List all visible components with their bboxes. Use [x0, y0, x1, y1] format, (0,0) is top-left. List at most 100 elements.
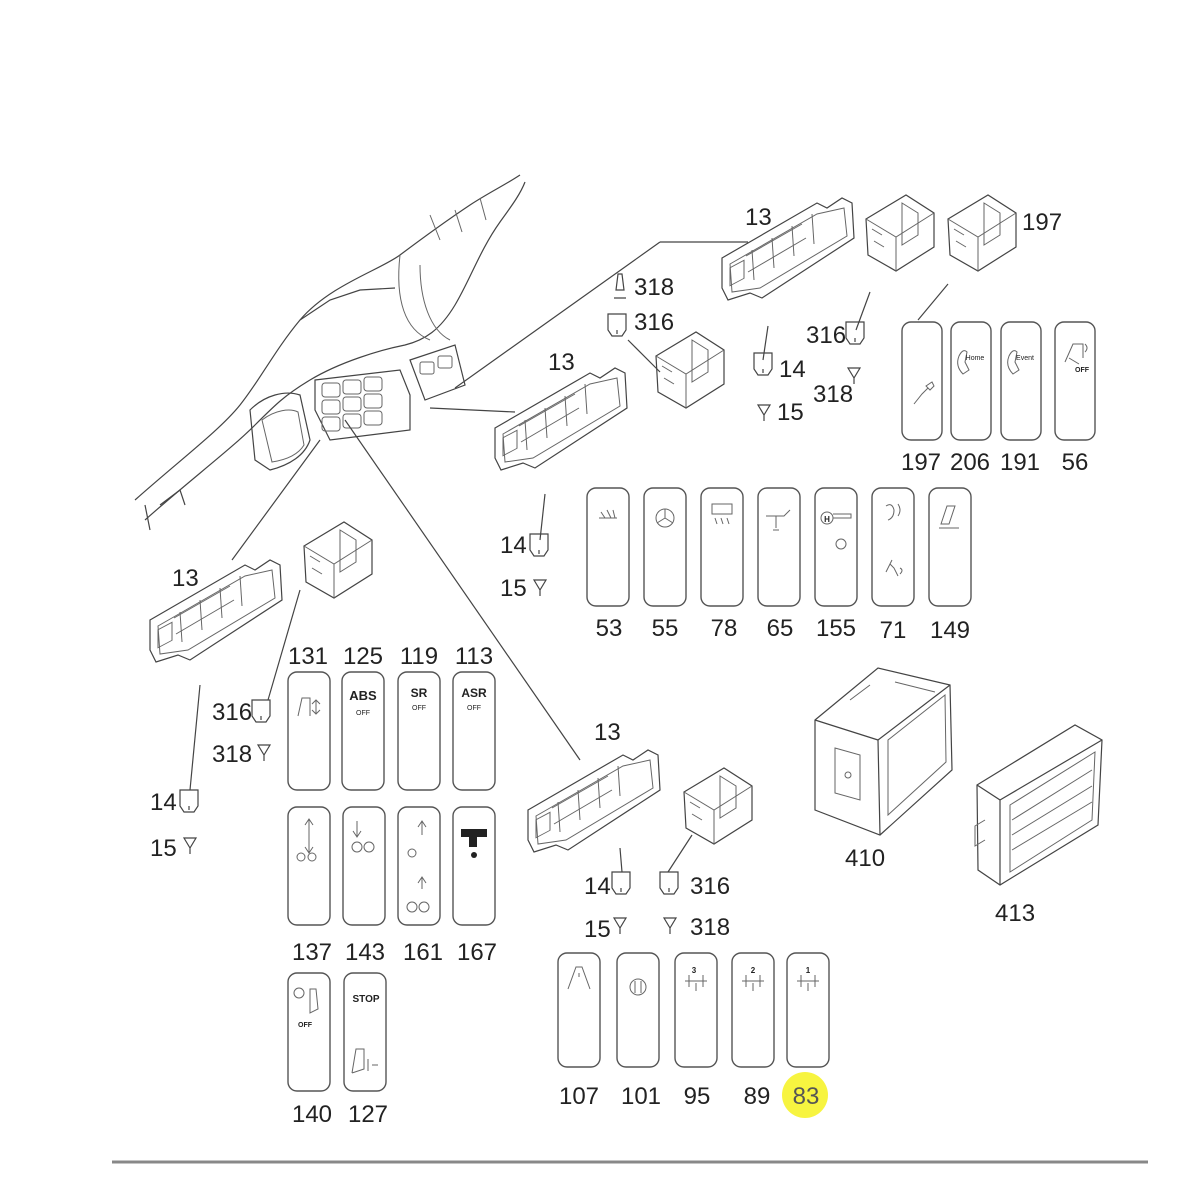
part-number-row1-1: 197 [901, 449, 941, 476]
switch-body-low-shell [683, 767, 753, 845]
clip-316-c [251, 699, 271, 723]
seat-adjust-icon [297, 697, 321, 717]
label-13-mid: 13 [548, 349, 575, 376]
part-number-row2-4: 65 [767, 615, 794, 642]
clip-15-a [756, 404, 772, 421]
label-318-b: 318 [813, 381, 853, 408]
wrench-icon [913, 381, 935, 405]
frame-13-mid-rails [518, 393, 580, 443]
abs-text: ABS [349, 688, 377, 703]
frame-13-top-rails [745, 223, 807, 273]
phone-home-icon [957, 350, 970, 375]
part-number-row2-6: 71 [880, 617, 907, 644]
part-number-row3-1: 131 [288, 643, 328, 670]
hill-hold-icon [351, 1048, 378, 1074]
switch-119 [397, 671, 441, 791]
clip-318-c [256, 744, 272, 761]
switch-155-face [814, 487, 858, 607]
switch-197 [901, 321, 943, 441]
axle-wheel-icon-3 [351, 841, 363, 853]
clip-318-b [846, 367, 862, 384]
frame-13-mid-slot-0 [524, 419, 528, 451]
part-number-row2-7: 149 [930, 617, 970, 644]
label-316-d: 316 [690, 873, 730, 900]
leader-14-b [539, 493, 546, 541]
part-number-row4-4: 167 [457, 939, 497, 966]
switch-body-low-edges [683, 785, 753, 844]
part-number-row3-4: 113 [455, 643, 493, 670]
leader-14-d [619, 847, 623, 873]
switch-119-face [397, 671, 441, 791]
switch-167-face [452, 806, 496, 926]
part-number-row2-2: 55 [652, 615, 679, 642]
switch-113 [452, 671, 496, 791]
clip-14-b [529, 533, 549, 557]
switch-body-left-shell [303, 521, 373, 599]
switch-149-face [928, 487, 972, 607]
clip-316-d [659, 871, 679, 895]
frame-13-low-slot-1 [577, 789, 581, 821]
label-197-top: 197 [1022, 209, 1062, 236]
switch-107-face [557, 952, 601, 1068]
label-318-c: 318 [212, 741, 252, 768]
switch-206 [950, 321, 992, 441]
switch-143-face [342, 806, 386, 926]
switch-body-mid-edges [655, 349, 725, 408]
frame-13-left-slot-2 [219, 587, 223, 619]
part-number-row2-1: 53 [596, 615, 623, 642]
home-text: Home [966, 355, 985, 362]
leader-316-b [855, 291, 871, 331]
switch-body-left-pins [309, 555, 323, 575]
callout-labels: 13 197 318 316 316 318 14 15 13 14 15 13… [150, 204, 1062, 943]
switch-127-face [343, 972, 387, 1092]
label-13-top: 13 [745, 204, 772, 231]
part-number-row4-1: 137 [292, 939, 332, 966]
housing-410 [814, 667, 953, 836]
brake-circle-icon [835, 538, 847, 550]
switch-body-low-pins [689, 801, 703, 821]
frame-13-top-slot-2 [791, 225, 795, 257]
frame-13-top-slot-0 [751, 249, 755, 281]
switch-197-face [901, 321, 943, 441]
gear-1-text: 1 [806, 966, 811, 975]
switch-body-low-rocker [719, 775, 737, 819]
switch-body-left [303, 521, 373, 599]
part-number-row3-2: 125 [343, 643, 383, 670]
abs-off-text: OFF [356, 710, 370, 717]
h-text: H [824, 515, 830, 524]
event-text: Event [1016, 355, 1034, 362]
frame-13-low-outline [527, 749, 661, 853]
windshield-heat-icon [599, 509, 617, 519]
phone-event-icon [1007, 350, 1020, 375]
clip-14-a [753, 352, 773, 376]
label-14-b: 14 [500, 532, 527, 559]
frame-13-mid-tab [502, 429, 518, 457]
dashboard-illustration [134, 174, 526, 531]
switch-55-face [643, 487, 687, 607]
frame-13-mid-slot-2 [564, 395, 568, 427]
label-15-d: 15 [584, 916, 611, 943]
rear-defrost-icon [711, 503, 733, 515]
asr-text: ASR [461, 686, 487, 700]
switch-101 [616, 952, 660, 1068]
switch-161 [397, 806, 441, 926]
clip-parts [179, 273, 949, 934]
leader-14-c [189, 684, 201, 791]
frame-13-mid-inner [502, 377, 621, 463]
switch-101-face [616, 952, 660, 1068]
part-number-row5-1: 140 [292, 1101, 332, 1128]
switch-53-face [586, 487, 630, 607]
stop-text: STOP [352, 994, 379, 1005]
seat-icon [939, 505, 959, 529]
leader-316-a [627, 339, 661, 373]
switch-body-197-rocker [983, 202, 1001, 246]
gear-2-icon [742, 975, 764, 991]
off-140-text: OFF [298, 1022, 313, 1029]
part-number-row2-5: 155 [816, 615, 856, 642]
switch-faces [287, 321, 1096, 1092]
switch-body-mid-shell [655, 331, 725, 409]
clip-15-d [612, 917, 628, 934]
switch-127 [343, 972, 387, 1092]
label-410: 410 [845, 845, 885, 872]
